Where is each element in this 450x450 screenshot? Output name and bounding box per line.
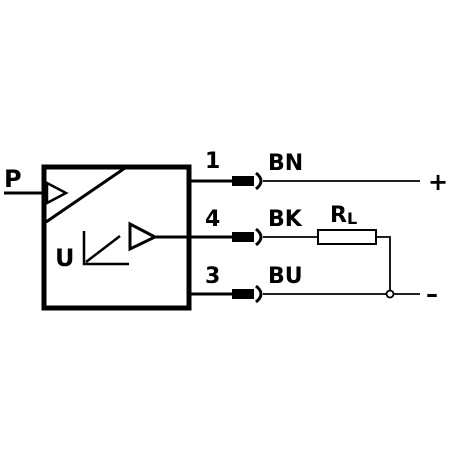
amplifier-triangle-icon xyxy=(128,221,159,252)
load-label-main: R xyxy=(330,203,347,228)
output-signal-icon xyxy=(82,231,129,266)
wire-load-return xyxy=(376,236,391,294)
polarity-minus: – xyxy=(426,280,438,308)
output-label: U xyxy=(55,244,75,272)
load-label-subscript: L xyxy=(347,209,357,228)
connector-pin-4 xyxy=(232,227,263,247)
junction-node xyxy=(385,289,395,299)
wire-label-bn: BN xyxy=(268,151,303,176)
block-diagonal xyxy=(45,166,126,224)
wire-label-bu: BU xyxy=(268,264,303,289)
input-arrow-icon xyxy=(45,180,69,206)
connector-pin-3 xyxy=(232,284,263,304)
pin-4-number: 4 xyxy=(205,207,220,232)
load-label: RL xyxy=(330,203,357,228)
input-label: P xyxy=(4,165,22,193)
pin-1-number: 1 xyxy=(205,149,220,174)
wire-label-bk: BK xyxy=(268,207,303,232)
load-resistor xyxy=(317,229,377,245)
pin-3-number: 3 xyxy=(205,264,220,289)
polarity-plus: + xyxy=(428,168,448,196)
connector-pin-1 xyxy=(232,171,263,191)
